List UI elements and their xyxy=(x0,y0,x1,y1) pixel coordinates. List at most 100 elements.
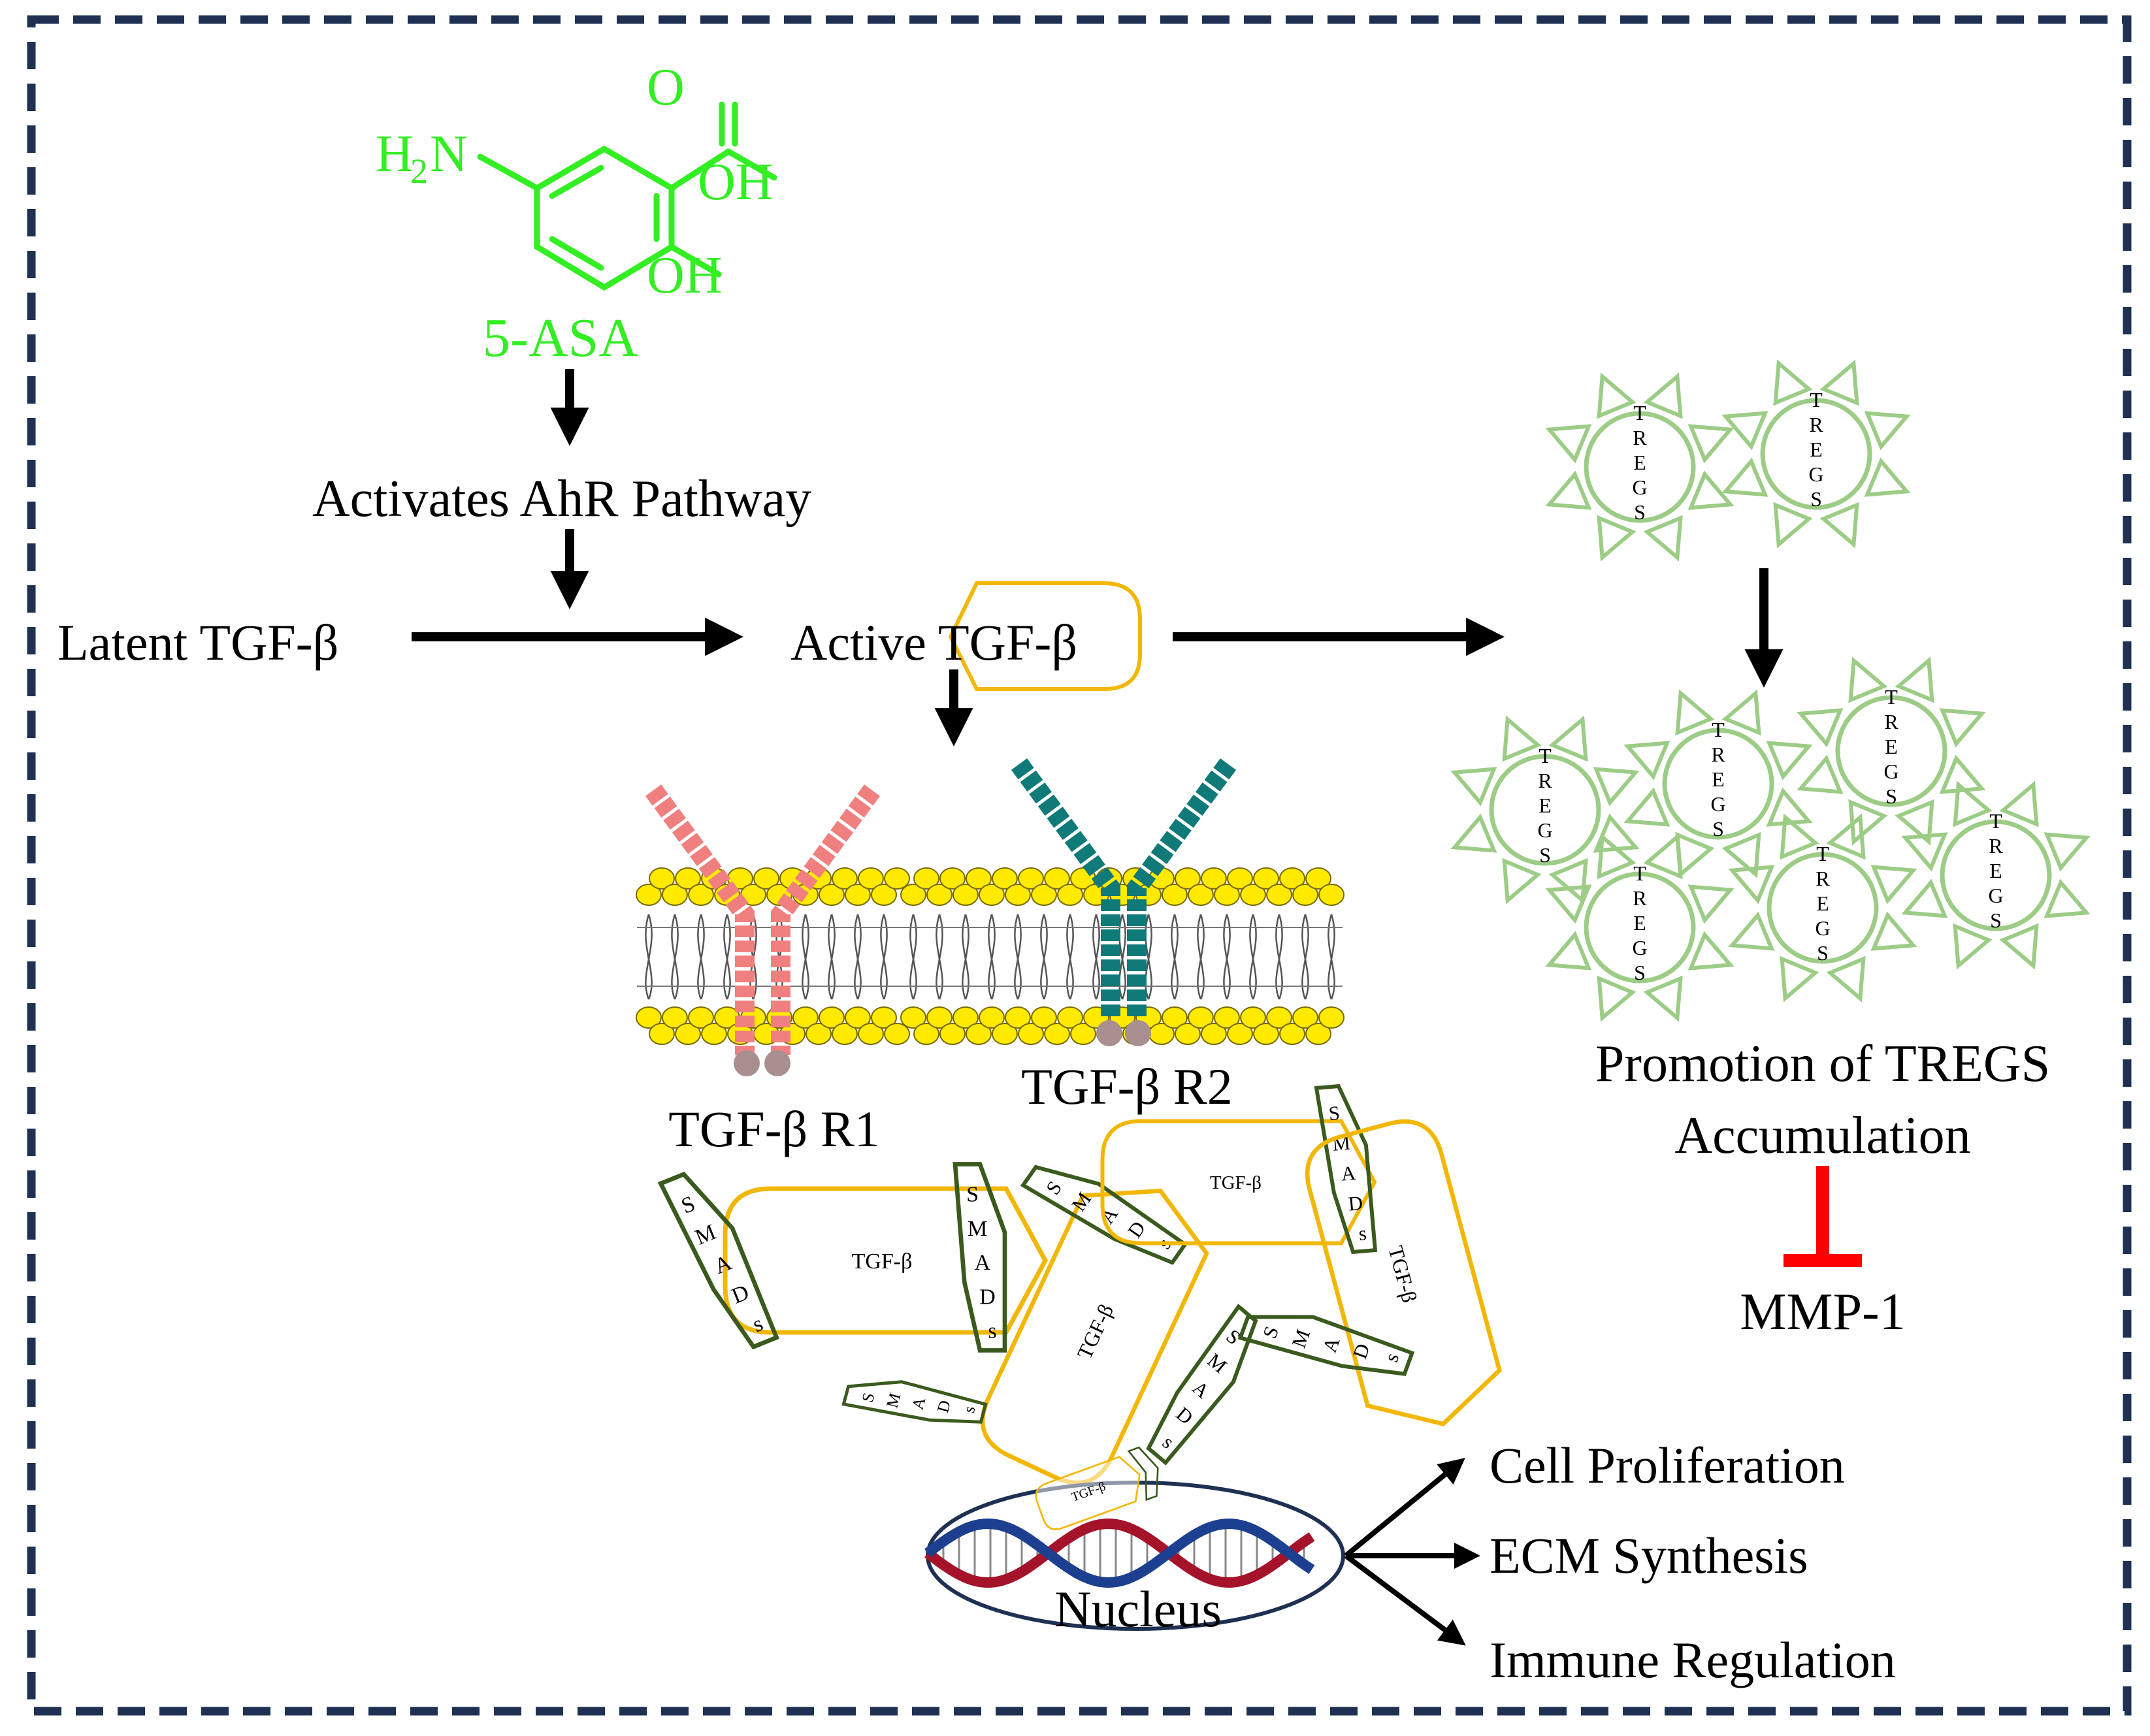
treg-letter: T xyxy=(1989,809,2002,833)
lipid-head xyxy=(1031,884,1057,906)
treg-letter: G xyxy=(1988,884,2003,907)
lipid-tail xyxy=(1275,914,1283,1000)
ahr-step-label: Activates AhR Pathway xyxy=(312,470,811,528)
treg-letter: S xyxy=(1539,843,1551,867)
latent-tgf-label: Latent TGF-β xyxy=(57,614,338,671)
lipid-head xyxy=(979,884,1005,906)
treg-letter: R xyxy=(1633,886,1647,910)
smad-letter: M xyxy=(692,1220,719,1250)
lipid-head xyxy=(871,1006,897,1029)
lipid-head xyxy=(858,867,884,890)
treg-letter: T xyxy=(1633,401,1646,425)
lipid-tail xyxy=(1249,914,1257,1000)
treg-letter: T xyxy=(1633,861,1646,885)
smad-letter: D xyxy=(979,1285,996,1309)
lipid-tail xyxy=(1040,914,1048,1000)
treg-letter: E xyxy=(1712,767,1725,791)
lipid-head xyxy=(806,1023,832,1045)
lipid-head xyxy=(792,1006,819,1029)
lipid-head xyxy=(688,884,714,906)
treg-cell: TREGS xyxy=(1721,359,1911,549)
lipid-head xyxy=(953,884,979,906)
nucleus-mini-complex: TGF-β xyxy=(1035,1446,1159,1530)
treg-cell: TREGS xyxy=(1545,833,1735,1022)
lipid-tail xyxy=(828,914,836,1000)
treg-letter: T xyxy=(1810,388,1823,411)
lipid-head xyxy=(884,1023,910,1045)
lipid-tail xyxy=(1327,914,1335,1000)
lipid-head xyxy=(1201,867,1227,890)
treg-letter: R xyxy=(1538,769,1552,792)
treg-letter: R xyxy=(1989,834,2003,858)
lipid-head xyxy=(675,867,701,890)
outcome-ecm: ECM Synthesis xyxy=(1490,1527,1808,1584)
acid-oh-label: OH xyxy=(698,153,774,211)
lipid-head xyxy=(913,1023,939,1045)
treg-letter: E xyxy=(1810,438,1823,461)
treg-letter: G xyxy=(1537,818,1552,842)
treg-cell: TREGS xyxy=(1901,780,2091,970)
lipid-head xyxy=(913,867,939,890)
lipid-head xyxy=(1266,1006,1292,1029)
treg-letter: G xyxy=(1808,462,1823,486)
lipid-head xyxy=(884,867,910,890)
lipid-head xyxy=(1253,867,1279,890)
receptor-r2 xyxy=(1011,758,1237,1046)
lipid-head xyxy=(900,884,926,906)
smad-letter: S xyxy=(1041,1177,1066,1198)
lipid-head xyxy=(1018,867,1044,890)
smad-letter: s xyxy=(1380,1350,1403,1365)
amine-sub-label: 2 xyxy=(410,152,428,191)
smad-letter: S xyxy=(678,1192,698,1219)
drug-name-label: 5-ASA xyxy=(483,308,638,368)
smad-letter: D xyxy=(728,1280,753,1309)
treg-letter: R xyxy=(1816,867,1830,890)
lipid-head xyxy=(992,867,1018,890)
treg-letter: T xyxy=(1816,842,1829,865)
lipid-head xyxy=(1292,884,1318,906)
smad-letter: S xyxy=(1258,1323,1283,1342)
lipid-head xyxy=(753,867,779,890)
inhibition-bar xyxy=(1784,1166,1862,1267)
treg-letter: T xyxy=(1712,718,1725,741)
lipid-head xyxy=(1201,1023,1227,1045)
lipid-tail xyxy=(1171,914,1179,1000)
amine-n-label: N xyxy=(430,125,468,183)
treg-letter: S xyxy=(1634,961,1646,984)
smad-letter: D xyxy=(934,1398,954,1415)
lipid-tail xyxy=(909,914,917,1000)
lipid-head xyxy=(1214,1006,1240,1029)
lipid-head xyxy=(636,1006,662,1029)
treg-letter: R xyxy=(1633,426,1647,449)
active-tgf-ligand-shape xyxy=(948,581,1142,691)
lipid-head xyxy=(1005,1006,1031,1029)
lipid-tail xyxy=(936,914,943,1000)
lipid-head xyxy=(688,1006,714,1029)
smad-letter: A xyxy=(1188,1376,1214,1402)
lipid-tail xyxy=(697,914,705,1000)
smad-letter: D xyxy=(1347,1192,1363,1215)
tgf-ligand-label: TGF-β xyxy=(852,1249,913,1274)
dna-strand xyxy=(924,1518,1315,1588)
smad-letter: s xyxy=(988,1319,996,1343)
lipid-head xyxy=(1279,867,1305,890)
lipid-head xyxy=(662,1006,688,1029)
tgf-ligand-label: TGF-β xyxy=(1384,1244,1422,1306)
treg-letter: S xyxy=(1885,784,1897,808)
lipid-head xyxy=(832,1023,858,1045)
phenol-oh-label: OH xyxy=(647,247,723,304)
mmp1-label: MMP-1 xyxy=(1740,1283,1905,1341)
promotion-line1-label: Promotion of TREGS xyxy=(1595,1035,2050,1093)
treg-letter: T xyxy=(1539,744,1552,767)
dna-strand xyxy=(924,1518,1315,1588)
smad-letter: D xyxy=(1348,1341,1375,1362)
mini-smad xyxy=(1127,1446,1159,1502)
lipid-tail xyxy=(645,914,653,1000)
treg-letter: E xyxy=(1989,859,2002,882)
lipid-head xyxy=(1188,884,1214,906)
lipid-head xyxy=(636,884,662,906)
outcome-proliferation: Cell Proliferation xyxy=(1490,1437,1845,1494)
